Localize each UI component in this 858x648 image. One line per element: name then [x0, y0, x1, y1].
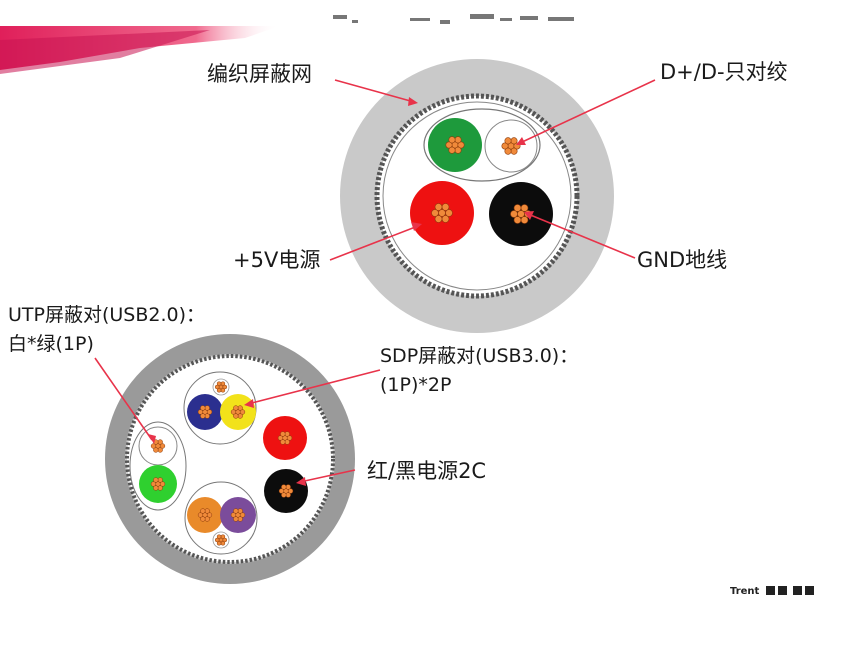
- label-ground: GND地线: [637, 248, 727, 272]
- label-utp-line1: UTP屏蔽对(USB2.0)：: [8, 304, 205, 326]
- label-utp-line2: 白*绿(1P): [8, 333, 94, 355]
- top-red-copper: [431, 203, 453, 223]
- brand-logo-mark: [766, 586, 814, 595]
- bottom-cable: [105, 334, 355, 584]
- top-green-copper: [445, 136, 465, 154]
- label-data-pair: D+/D-只对绞: [660, 60, 788, 84]
- label-power: +5V电源: [233, 248, 320, 272]
- title-fragment: [333, 14, 574, 24]
- top-cable: [340, 59, 614, 333]
- top-white-copper: [501, 137, 521, 155]
- label-sdp-line1: SDP屏蔽对(USB3.0)：: [380, 345, 578, 367]
- bottom-copper-bundles: [150, 381, 294, 546]
- bottom-cable-arrows: [94, 357, 381, 486]
- header-banner: [0, 26, 280, 74]
- label-bottom-power: 红/黑电源2C: [367, 459, 486, 483]
- top-cable-arrows: [329, 79, 656, 261]
- label-sdp-line2: (1P)*2P: [380, 374, 451, 396]
- label-braid-shield: 编织屏蔽网: [207, 62, 312, 86]
- brand-logo-text: Trent: [730, 586, 760, 597]
